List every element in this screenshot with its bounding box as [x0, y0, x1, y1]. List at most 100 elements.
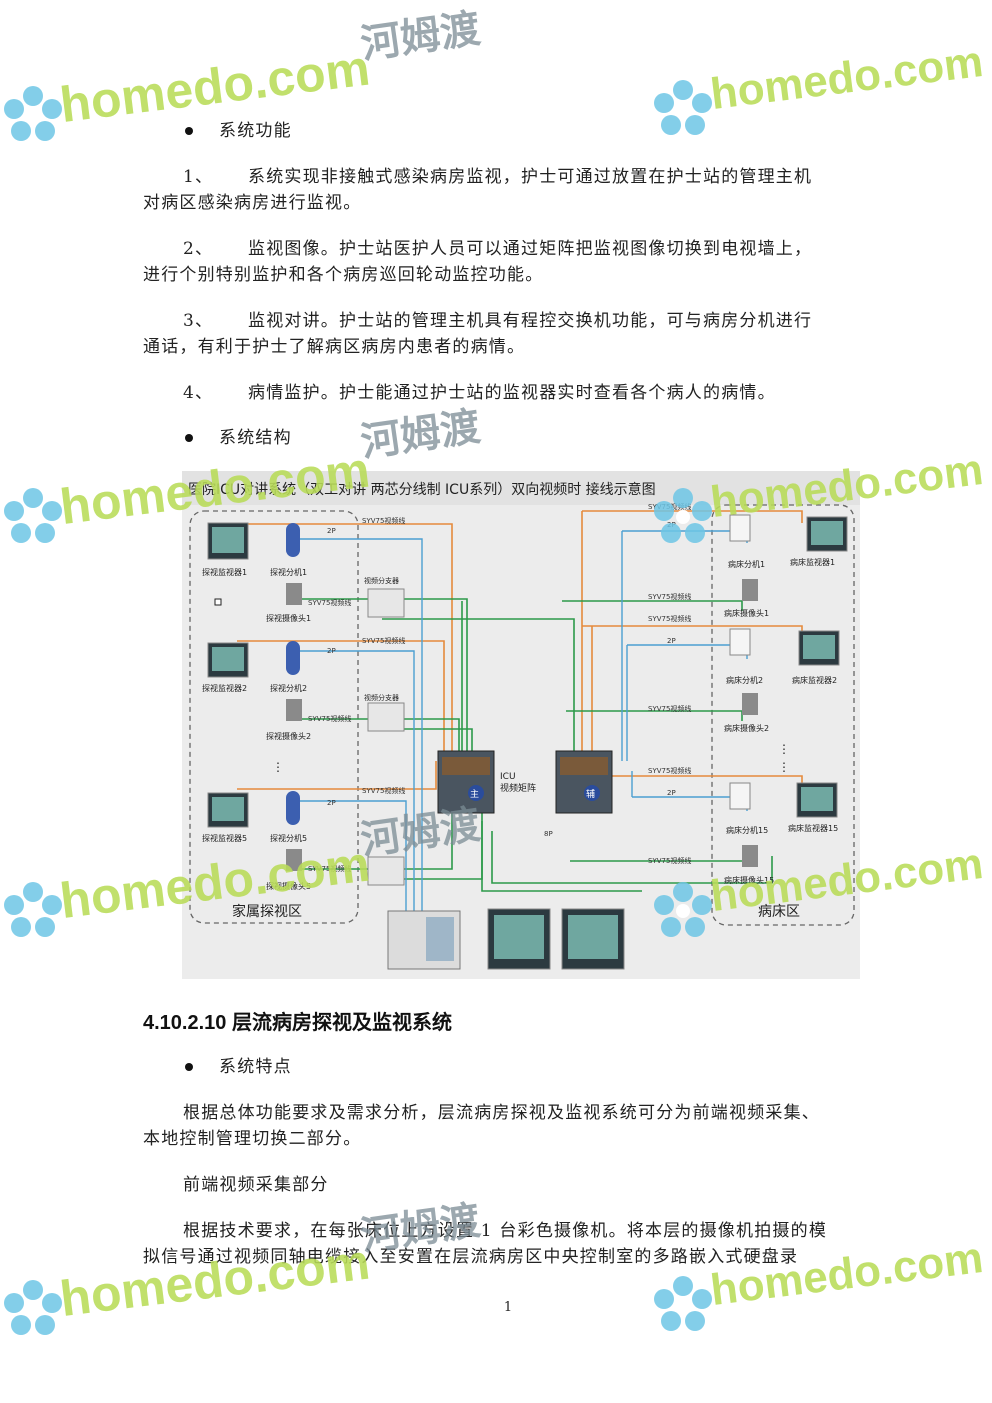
paragraph-line: 本地控制管理切换二部分。 — [143, 1129, 362, 1149]
watermark-cn: 河姆渡 — [357, 5, 484, 69]
splitter-3 — [367, 856, 405, 886]
cable-label: SYV75视频线 — [362, 786, 405, 795]
ellipsis-dots: ⋮ — [778, 742, 790, 756]
ellipsis-dots: ⋮ — [272, 760, 284, 774]
item-text: 病情监护。护士能通过护士站的监视器实时查看各个病人的病情。 — [248, 383, 776, 403]
phone-icon — [729, 628, 751, 656]
cable-label: SYV75视频线 — [308, 864, 351, 873]
splitter-icon — [367, 588, 405, 618]
cable-label: SYV75视频线 — [648, 704, 691, 713]
device-label: 病床摄像头2 — [724, 723, 769, 733]
device-label: 病床监视器1 — [790, 557, 835, 567]
device-label: 病床摄像头15 — [724, 875, 774, 885]
visitor-group-2: 探视监视器2 探视分机2 探视摄像头2 ⋮ — [202, 641, 311, 774]
cable-label: SYV75视频线 — [308, 598, 351, 607]
bed-zone-label: 病床区 — [758, 904, 800, 920]
section-title-laminar: 4.10.2.10 层流病房探视及监视系统 — [143, 1012, 452, 1034]
item-number: 4、 — [183, 383, 214, 403]
device-label: 病床监视器2 — [792, 675, 837, 685]
device-label: 探视分机1 — [270, 567, 307, 577]
ellipsis-dots: ⋮ — [778, 760, 790, 774]
visitor-zone-label: 家属探视区 — [232, 903, 302, 920]
cable-label: SYV75视频线 — [648, 856, 691, 865]
phone-icon — [286, 791, 300, 825]
device-label: 探视摄像头5 — [266, 881, 311, 891]
cable-label: SYV75视频线 — [648, 766, 691, 775]
item-text-cont: 对病区感染病房进行监视。 — [143, 193, 362, 213]
device-label: 病床摄像头1 — [724, 608, 769, 618]
camera-icon — [742, 845, 758, 867]
cable-label: SYV75视频线 — [308, 714, 351, 723]
subheading: 前端视频采集部分 — [183, 1175, 329, 1195]
camera-icon — [286, 583, 302, 605]
matrix-label: ICU — [500, 772, 516, 782]
watermark-brand: homedo.com — [57, 39, 373, 134]
cable-label: SYV75视频线 — [648, 614, 691, 623]
paragraph-line: 拟信号通过视频同轴电缆接入至安置在层流病房区中央控制室的多路嵌入式硬盘录 — [143, 1247, 799, 1267]
cable-label: SYV75视频线 — [362, 516, 405, 525]
device-label: 视频分支器 — [364, 576, 399, 585]
cable-label: 2P — [667, 637, 676, 645]
icu-video-matrix-aux: 辅 — [555, 750, 613, 814]
camera-icon — [286, 699, 302, 721]
device-label: 探视监视器5 — [202, 833, 247, 843]
icu-video-matrix-main: 主 — [437, 750, 495, 814]
camera-icon — [286, 849, 302, 871]
visitor-zone — [189, 510, 359, 924]
cable-label: SYV75视频线 — [648, 592, 691, 601]
item-number: 3、 — [183, 311, 214, 331]
cable-label: 2P — [667, 789, 676, 797]
item-text: 监视图像。护士站医护人员可以通过矩阵把监视图像切换到电视墙上， — [248, 239, 813, 259]
device-label: 病床分机1 — [728, 559, 765, 569]
visitor-group-3: 探视监视器5 探视分机5 探视摄像头5 — [202, 791, 311, 891]
section-heading-structure: 系统结构 — [219, 428, 292, 448]
section-heading-features: 系统特点 — [219, 1057, 292, 1077]
bed-group-1: 病床分机1 病床监视器1 病床摄像头1 — [724, 514, 848, 618]
item-text: 系统实现非接触式感染病房监视，护士可通过放置在护士站的管理主机 — [248, 167, 813, 187]
aux-badge-icon — [584, 785, 600, 801]
splitter-2: 视频分支器 — [364, 693, 405, 732]
flower-logo-icon — [4, 86, 62, 141]
flower-logo-icon — [654, 80, 712, 135]
bullet-icon — [185, 1063, 193, 1071]
device-label: 探视摄像头1 — [266, 613, 311, 623]
camera-icon — [742, 693, 758, 715]
phone-icon — [729, 782, 751, 810]
paragraph-line: 根据总体功能要求及需求分析，层流病房探视及监视系统可分为前端视频采集、 — [183, 1103, 820, 1123]
device-label: 探视监视器2 — [202, 683, 247, 693]
bed-zone — [711, 504, 855, 926]
device-label: 病床分机15 — [726, 825, 768, 835]
icu-wiring-diagram: 医院ICU对讲系统（双工对讲 两芯分线制 ICU系列）双向视频时 接线示意图 家… — [182, 471, 860, 979]
matrix-label: 视频矩阵 — [500, 782, 536, 794]
item-text-cont: 通话，有利于护士了解病区病房内患者的病情。 — [143, 337, 526, 357]
splitter-icon — [367, 702, 405, 732]
watermark-brand: homedo.com — [707, 37, 986, 120]
main-badge: 主 — [470, 788, 479, 800]
paragraph-line: 根据技术要求，在每张床位上方设置 1 台彩色摄像机。将本层的摄像机拍摄的模 — [183, 1221, 828, 1241]
device-label: 探视摄像头2 — [266, 731, 311, 741]
bed-group-3: 病床分机15 病床监视器15 病床摄像头15 — [724, 782, 838, 885]
cable-label: 2P — [327, 647, 336, 655]
device-label: 探视分机5 — [270, 833, 307, 843]
nurse-station — [387, 908, 625, 970]
main-badge-icon — [468, 785, 484, 801]
diagram-title: 医院ICU对讲系统（双工对讲 两芯分线制 ICU系列）双向视频时 接线示意图 — [188, 481, 656, 498]
device-label: 探视分机2 — [270, 683, 307, 693]
phone-icon — [286, 641, 300, 675]
cable-label: SYV75视频线 — [648, 502, 691, 511]
cable-label: 8P — [544, 830, 553, 838]
item-number: 2、 — [183, 239, 214, 259]
bed-group-2: 病床分机2 病床监视器2 病床摄像头2 ⋮ ⋮ — [724, 628, 840, 774]
page-number: 1 — [503, 1300, 513, 1315]
bullet-icon — [185, 127, 193, 135]
orange-wires — [237, 510, 803, 790]
item-text-cont: 进行个别特别监护和各个病房巡回轮动监控功能。 — [143, 265, 544, 285]
splitter-icon — [367, 856, 405, 886]
device-label: 病床分机2 — [726, 675, 763, 685]
item-text: 监视对讲。护士站的管理主机具有程控交换机功能，可与病房分机进行 — [248, 311, 813, 331]
phone-icon — [286, 523, 300, 557]
camera-icon — [742, 579, 758, 601]
phone-icon — [729, 514, 751, 542]
device-label: 病床监视器15 — [788, 823, 838, 833]
visitor-group-1: 探视监视器1 探视分机1 探视摄像头1 — [202, 522, 311, 623]
